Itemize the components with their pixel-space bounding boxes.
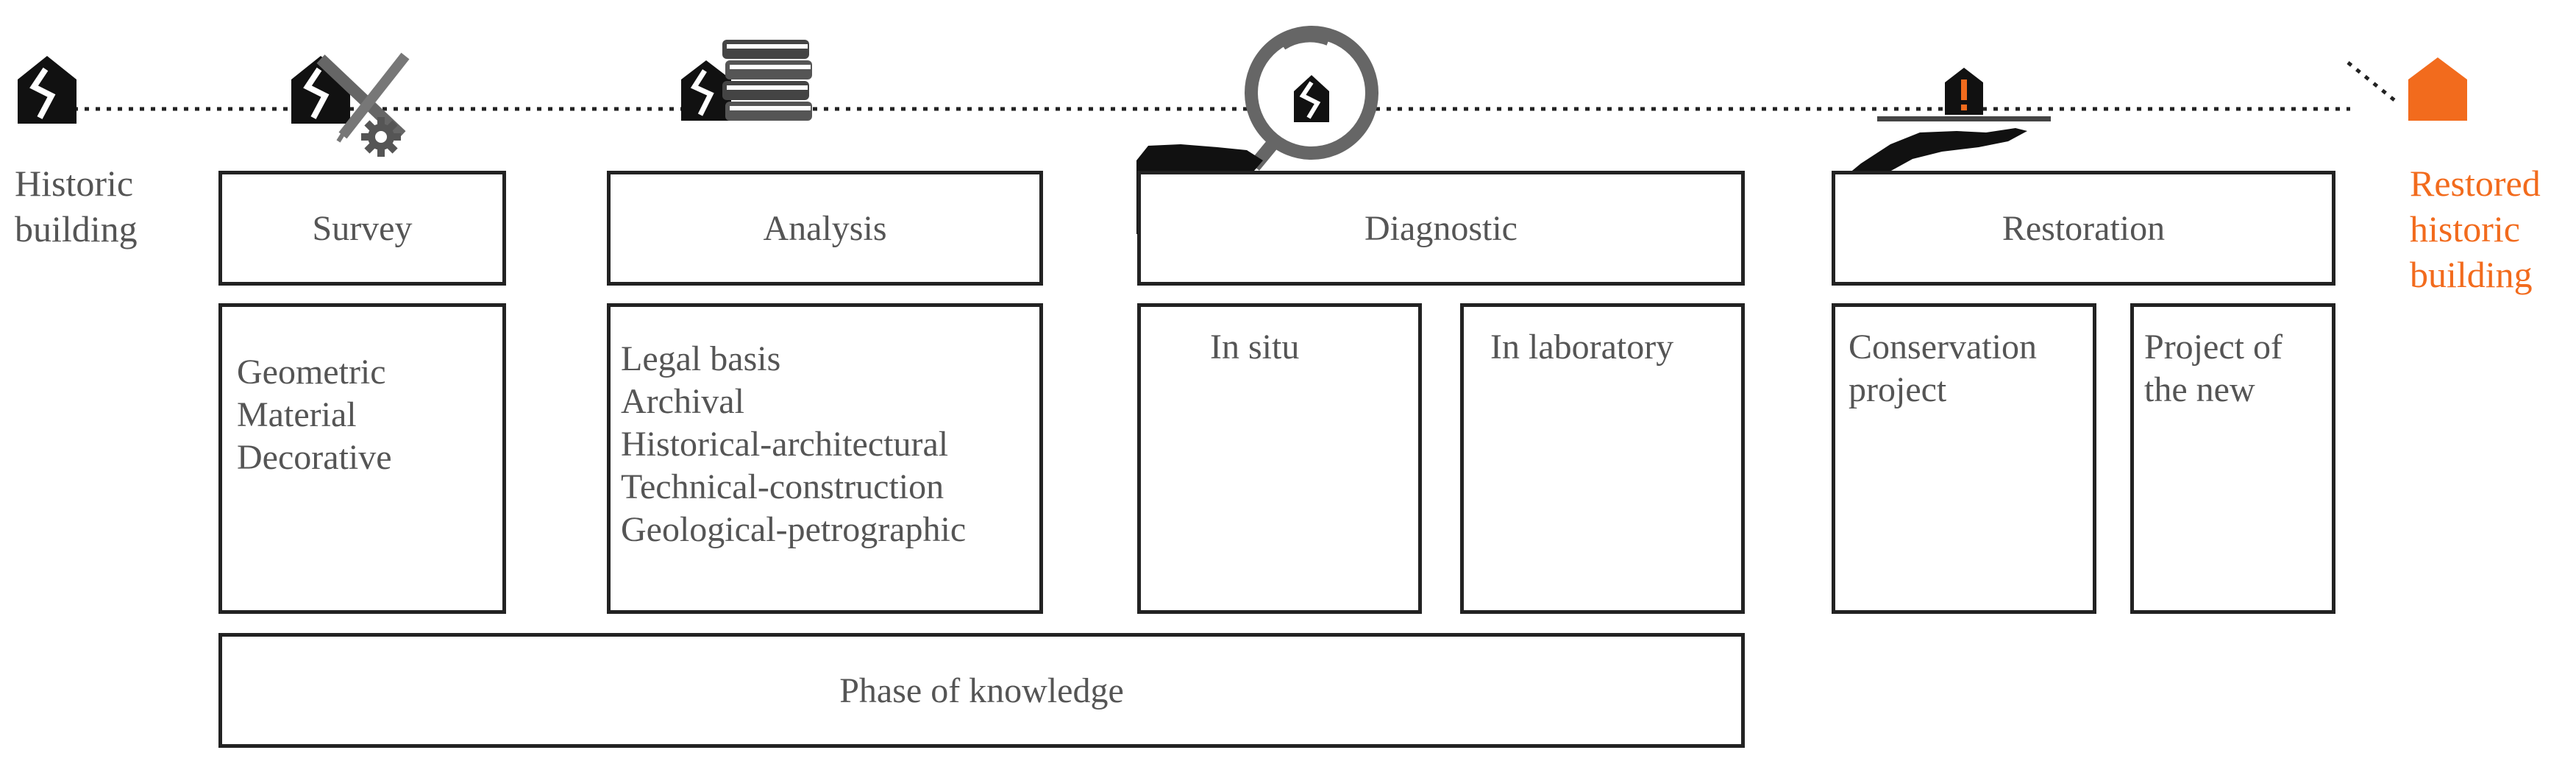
list-item: Historical-architectural [621, 425, 949, 464]
analysis-title: Analysis [763, 208, 887, 248]
start-label-line: Historic [15, 163, 134, 204]
end-label-line: historic [2410, 208, 2520, 250]
list-item: Legal basis [621, 339, 781, 378]
in-laboratory-box: In laboratory [1460, 303, 1745, 614]
cracked-building-icon [18, 56, 77, 124]
list-item: Geological-petrographic [621, 510, 967, 549]
survey-item-list: Geometric Material Decorative [237, 351, 392, 479]
analysis-items-box: Legal basis Archival Historical-architec… [607, 303, 1043, 614]
phase-of-knowledge-box: Phase of knowledge [218, 633, 1745, 748]
end-label-line: Restored [2410, 163, 2541, 204]
conservation-project-box: Conservation project [1832, 303, 2096, 614]
project-of-the-new-box: Project of the new [2130, 303, 2335, 614]
analysis-header-box: Analysis [607, 171, 1043, 286]
list-item: Geometric [237, 353, 386, 392]
list-item: Project of [2144, 328, 2283, 367]
in-laboratory-label: In laboratory [1490, 328, 1674, 367]
restoration-header-box: Restoration [1832, 171, 2335, 286]
diagnostic-title: Diagnostic [1365, 208, 1518, 248]
books-icon [681, 40, 812, 121]
magnifier-hand-icon [1136, 26, 1378, 234]
list-item: Decorative [237, 438, 392, 477]
start-label-line: building [15, 208, 138, 250]
in-situ-box: In situ [1137, 303, 1422, 614]
survey-title: Survey [312, 208, 413, 248]
project-of-the-new-label: Project of the new [2144, 326, 2283, 411]
survey-header-box: Survey [218, 171, 506, 286]
list-item: the new [2144, 370, 2255, 409]
phase-of-knowledge-label: Phase of knowledge [839, 671, 1124, 710]
survey-items-box: Geometric Material Decorative [218, 303, 506, 614]
end-label-line: building [2410, 254, 2533, 295]
restored-building-icon [2408, 57, 2467, 121]
analysis-item-list: Legal basis Archival Historical-architec… [621, 338, 966, 551]
diagnostic-header-box: Diagnostic [1137, 171, 1745, 286]
in-situ-label: In situ [1210, 328, 1300, 367]
conservation-project-label: Conservation project [1849, 326, 2037, 411]
list-item: Conservation [1849, 328, 2037, 367]
start-label: Historic building [15, 160, 138, 252]
warning-tray-hand-icon [1833, 68, 2051, 222]
list-item: Archival [621, 382, 744, 421]
list-item: Material [237, 395, 357, 434]
timeline-dotted-line [74, 61, 2399, 111]
list-item: Technical-construction [621, 467, 944, 506]
list-item: project [1849, 370, 1947, 409]
tools-gear-icon [291, 52, 410, 157]
restoration-title: Restoration [2002, 208, 2166, 248]
end-label: Restored historic building [2410, 160, 2541, 297]
